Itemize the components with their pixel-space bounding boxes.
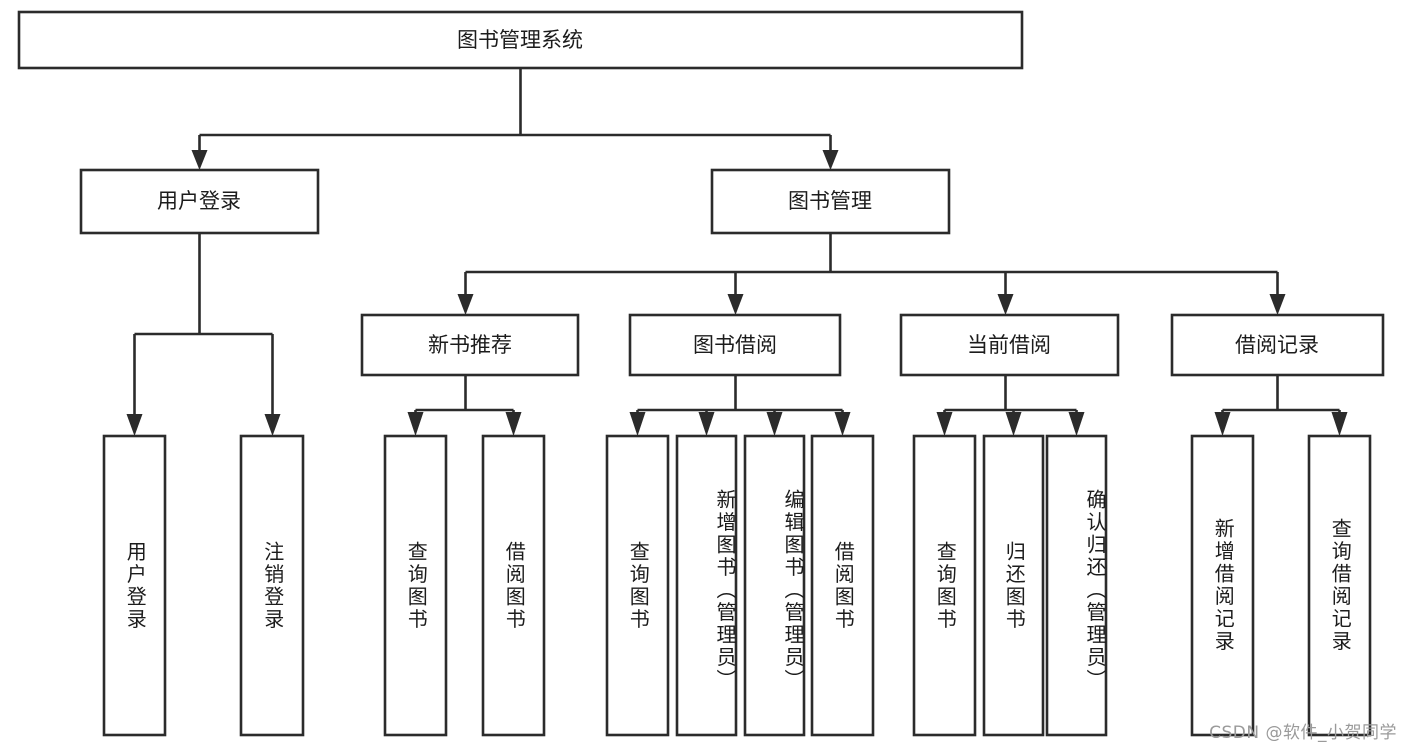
leaf-query-book-a-box[interactable] bbox=[383, 434, 448, 737]
connector-group-borrow-record-children bbox=[1214, 375, 1348, 436]
node-book-borrow-label: 图书借阅 bbox=[693, 333, 777, 357]
node-current-borrow-box[interactable] bbox=[899, 313, 1120, 377]
leaf-borrow-book-a-box[interactable] bbox=[481, 434, 546, 737]
arrowhead-leaf-query-book-b bbox=[629, 412, 646, 436]
connector-group-book-borrow-children bbox=[629, 375, 851, 436]
connector-group-current-borrow-children bbox=[936, 375, 1085, 436]
node-borrow-record-box[interactable] bbox=[1170, 313, 1385, 377]
node-root-title-label: 图书管理系统 bbox=[457, 28, 583, 52]
node-user-login-label: 用户登录 bbox=[157, 189, 241, 213]
arrowhead-book-manage bbox=[822, 150, 839, 170]
leaf-add-record-box[interactable] bbox=[1190, 434, 1255, 737]
arrowhead-leaf-user-login bbox=[126, 414, 143, 436]
connector-group-new-book-rec-children bbox=[407, 375, 522, 436]
node-book-manage-label: 图书管理 bbox=[788, 189, 872, 213]
leaf-query-record-box[interactable] bbox=[1307, 434, 1372, 737]
leaf-query-book-c-box[interactable] bbox=[912, 434, 977, 737]
arrowhead-user-login bbox=[191, 150, 208, 170]
node-root-title-box[interactable] bbox=[17, 10, 1024, 70]
leaf-user-login-box[interactable] bbox=[102, 434, 167, 737]
node-borrow-record-label: 借阅记录 bbox=[1235, 333, 1319, 357]
arrowhead-leaf-query-book-a bbox=[407, 412, 424, 436]
arrowhead-leaf-logout bbox=[264, 414, 281, 436]
node-new-book-rec-label: 新书推荐 bbox=[428, 333, 512, 357]
arrowhead-new-book-rec bbox=[457, 294, 474, 315]
node-book-borrow-box[interactable] bbox=[628, 313, 842, 377]
connector-group-user-login-children bbox=[126, 233, 281, 436]
leaf-borrow-book-b-box[interactable] bbox=[810, 434, 875, 737]
arrowhead-current-borrow bbox=[997, 294, 1014, 315]
arrowhead-leaf-edit-book bbox=[766, 412, 783, 436]
arrowhead-book-borrow bbox=[727, 294, 744, 315]
arrowhead-leaf-borrow-book-b bbox=[834, 412, 851, 436]
connector-group-book-manage-children bbox=[457, 233, 1286, 315]
csdn-watermark: CSDN @软件_小贺同学 bbox=[1209, 723, 1397, 743]
arrowhead-leaf-borrow-book-a bbox=[505, 412, 522, 436]
leaf-logout-box[interactable] bbox=[239, 434, 305, 737]
node-new-book-rec-box[interactable] bbox=[360, 313, 580, 377]
leaf-edit-book-admin-box[interactable] bbox=[743, 434, 806, 737]
leaf-query-book-b-box[interactable] bbox=[605, 434, 670, 737]
arrowhead-leaf-confirm-return bbox=[1068, 412, 1085, 436]
arrowhead-borrow-record bbox=[1269, 294, 1286, 315]
arrowhead-leaf-query-book-c bbox=[936, 412, 953, 436]
leaf-return-book-box[interactable] bbox=[982, 434, 1045, 737]
leaf-add-book-admin-box[interactable] bbox=[675, 434, 738, 737]
node-user-login-box[interactable] bbox=[79, 168, 320, 235]
arrowhead-leaf-query-record bbox=[1331, 412, 1348, 436]
arrowhead-leaf-return-book bbox=[1005, 412, 1022, 436]
leaf-confirm-return-admin-box[interactable] bbox=[1045, 434, 1108, 737]
node-book-manage-box[interactable] bbox=[710, 168, 951, 235]
connector-group-root-to-level2 bbox=[191, 68, 839, 170]
arrowhead-leaf-add-book bbox=[698, 412, 715, 436]
arrowhead-leaf-add-record bbox=[1214, 412, 1231, 436]
node-current-borrow-label: 当前借阅 bbox=[967, 333, 1051, 357]
